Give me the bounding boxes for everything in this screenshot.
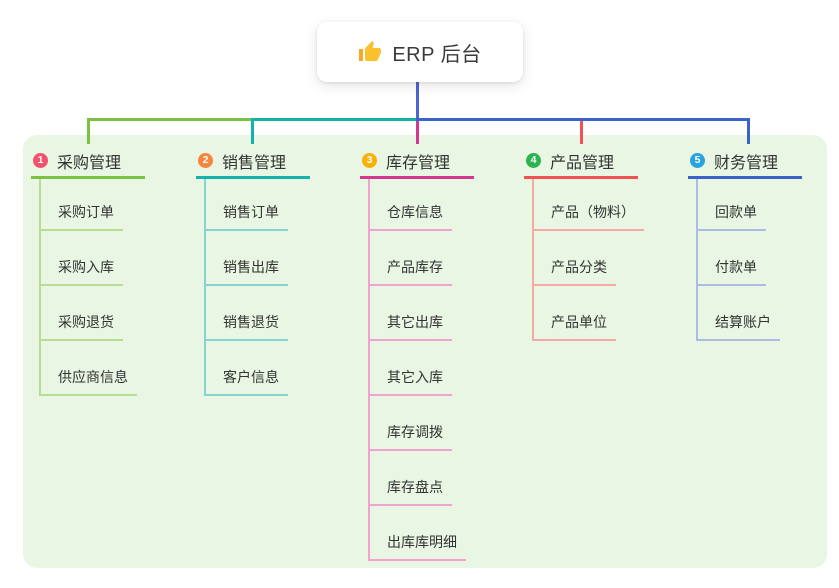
branch-5-badge: 5 <box>690 153 705 168</box>
branch-1-label: 采购管理 <box>57 154 122 172</box>
branch-2-label: 销售管理 <box>222 154 287 172</box>
thumbs-up-icon <box>358 40 382 64</box>
branch-4-child-line <box>532 179 534 341</box>
branch-2-child-4[interactable]: 客户信息 <box>204 367 288 396</box>
branch-1-child-1[interactable]: 采购订单 <box>39 202 123 231</box>
branch-4-badge: 4 <box>526 153 541 168</box>
branch-2-badge: 2 <box>198 153 213 168</box>
branch-3-underline <box>360 176 474 179</box>
branch-3-child-7[interactable]: 出库库明细 <box>368 532 466 561</box>
branch-1-child-3[interactable]: 采购退货 <box>39 312 123 341</box>
root-label: ERP 后台 <box>392 43 482 66</box>
connector-horizontal-mid <box>251 118 417 121</box>
connector-drop-5 <box>747 118 750 144</box>
connector-drop-1 <box>87 118 90 144</box>
branch-4-child-2[interactable]: 产品分类 <box>532 257 616 286</box>
branch-5-child-1[interactable]: 回款单 <box>696 202 766 231</box>
branch-2-child-1[interactable]: 销售订单 <box>204 202 288 231</box>
root-connector-stem <box>416 81 419 118</box>
branch-5-child-3[interactable]: 结算账户 <box>696 312 780 341</box>
branch-2-child-line <box>204 179 206 396</box>
connector-horizontal-right <box>416 118 750 121</box>
branch-3-child-4[interactable]: 其它入库 <box>368 367 452 396</box>
branch-1-child-2[interactable]: 采购入库 <box>39 257 123 286</box>
branch-5-child-line <box>696 179 698 341</box>
branch-3-child-5[interactable]: 库存调拨 <box>368 422 452 451</box>
branch-2-child-3[interactable]: 销售退货 <box>204 312 288 341</box>
branches-panel <box>23 135 827 568</box>
branch-3-header[interactable]: 3 库存管理 <box>362 151 451 172</box>
branch-3-badge: 3 <box>362 153 377 168</box>
branch-2-child-2[interactable]: 销售出库 <box>204 257 288 286</box>
branch-1-badge: 1 <box>33 153 48 168</box>
branch-4-underline <box>524 176 638 179</box>
branch-5-header[interactable]: 5 财务管理 <box>690 151 779 172</box>
connector-drop-3 <box>416 121 419 144</box>
branch-2-header[interactable]: 2 销售管理 <box>198 151 287 172</box>
connector-drop-4 <box>580 121 583 144</box>
branch-1-child-line <box>39 179 41 396</box>
branch-4-label: 产品管理 <box>550 154 615 172</box>
branch-1-underline <box>31 176 145 179</box>
branch-4-child-3[interactable]: 产品单位 <box>532 312 616 341</box>
branch-5-label: 财务管理 <box>714 154 779 172</box>
branch-3-child-3[interactable]: 其它出库 <box>368 312 452 341</box>
branch-3-label: 库存管理 <box>386 154 451 172</box>
branch-3-child-6[interactable]: 库存盘点 <box>368 477 452 506</box>
branch-1-header[interactable]: 1 采购管理 <box>33 151 122 172</box>
branch-3-child-2[interactable]: 产品库存 <box>368 257 452 286</box>
branch-2-underline <box>196 176 310 179</box>
connector-horizontal-left <box>87 118 253 121</box>
branch-3-child-line <box>368 179 370 561</box>
connector-drop-2 <box>251 118 254 144</box>
branch-5-underline <box>688 176 802 179</box>
branch-4-child-1[interactable]: 产品（物料） <box>532 202 644 231</box>
branch-3-child-1[interactable]: 仓库信息 <box>368 202 452 231</box>
branch-1-child-4[interactable]: 供应商信息 <box>39 367 137 396</box>
root-node[interactable]: ERP 后台 <box>317 22 523 82</box>
branch-4-header[interactable]: 4 产品管理 <box>526 151 615 172</box>
branch-5-child-2[interactable]: 付款单 <box>696 257 766 286</box>
